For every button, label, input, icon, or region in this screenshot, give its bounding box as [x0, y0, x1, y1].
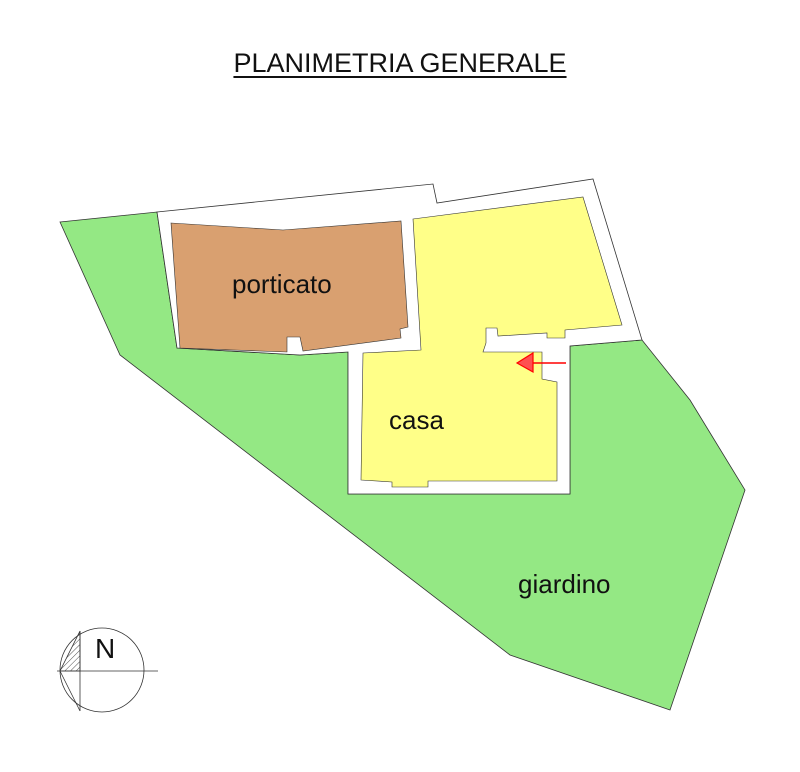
house-area	[360, 196, 623, 488]
entrance-arrow	[515, 351, 566, 374]
garden-label: giardino	[518, 569, 611, 599]
north-label: N	[95, 633, 116, 664]
north-compass-icon	[57, 627, 158, 713]
title-text: PLANIMETRIA GENERALE	[233, 48, 567, 78]
page-title: PLANIMETRIA GENERALE	[0, 48, 800, 79]
porch-label: porticato	[232, 269, 332, 299]
house-label: casa	[389, 405, 444, 435]
porch-area	[170, 220, 409, 353]
